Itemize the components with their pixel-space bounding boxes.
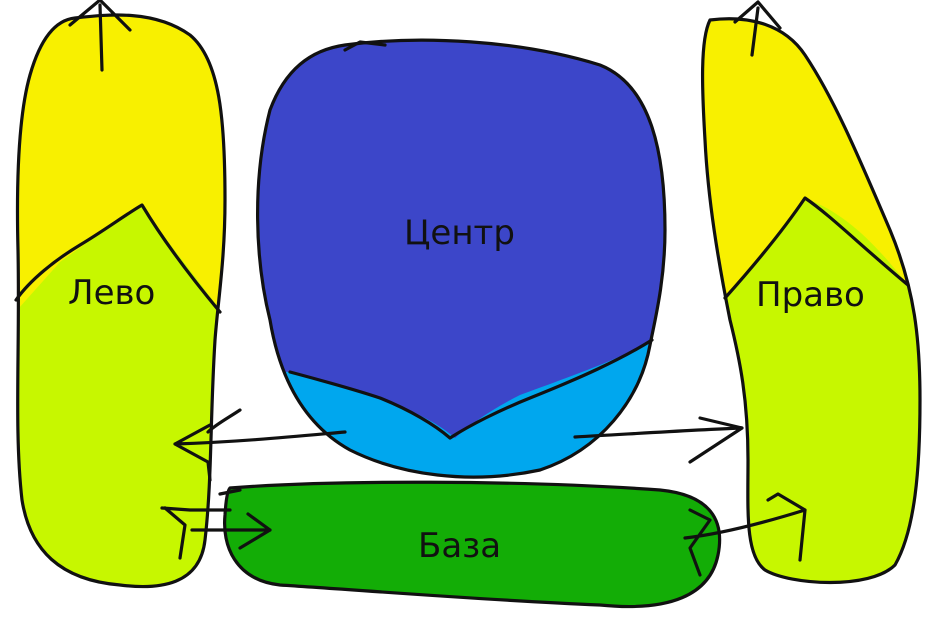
left-label: Лево: [68, 273, 155, 313]
center-top-mark: [343, 40, 387, 52]
left-outline: [15, 13, 227, 589]
left-to-center-arrow: [173, 408, 347, 482]
left-to-base-arrow: [160, 506, 272, 560]
left-top-region: [17, 15, 225, 318]
center-to-right-arrow: [573, 416, 744, 464]
center-outline: [256, 38, 667, 479]
base-label: База: [418, 526, 501, 566]
center-label: Центр: [404, 213, 515, 253]
center-divider-line: [288, 338, 654, 440]
left-block: Лево: [14, 0, 227, 589]
left-top-arrow-icon: [68, 0, 132, 72]
base-block: База: [222, 480, 722, 609]
connectors: [160, 408, 807, 577]
center-main-region: [257, 40, 665, 438]
right-outline: [700, 17, 922, 585]
right-top-arrow-icon: [733, 0, 782, 57]
right-divider-line: [723, 196, 910, 300]
left-divider-line: [14, 203, 222, 314]
right-label: Право: [756, 275, 865, 315]
center-block: Центр: [256, 38, 667, 479]
base-top-mark: [218, 488, 242, 496]
base-to-right-arrow: [683, 492, 807, 577]
base-outline: [222, 480, 722, 609]
